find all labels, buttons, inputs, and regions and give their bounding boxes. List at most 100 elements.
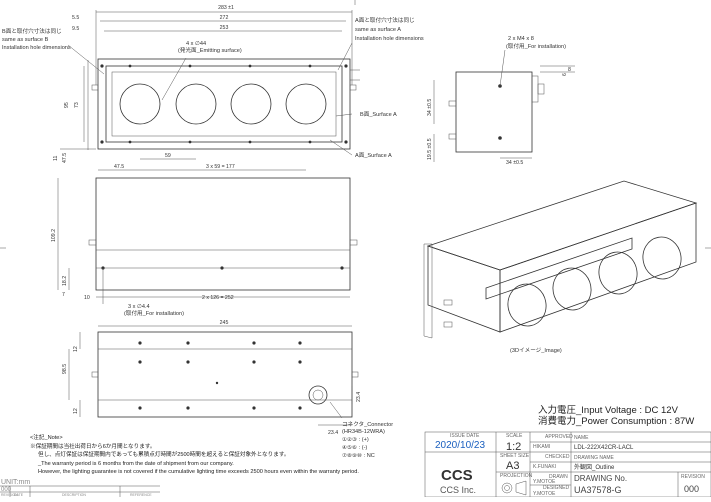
front-housing — [95, 177, 351, 291]
left-stud — [91, 84, 99, 91]
housing-inner — [105, 65, 343, 143]
note-b-en2: Installation hole dimensions — [2, 45, 71, 51]
3d-stud-2 — [443, 321, 453, 328]
side-dim-8: 8 — [568, 67, 571, 73]
note-b-jp: B面と取付穴寸法は同じ — [2, 27, 62, 35]
bottom-stud-left — [91, 371, 99, 378]
name-value: LDL-222X42CR-LACL — [574, 445, 634, 451]
bottom-dim-985: 98.5 — [62, 364, 68, 374]
housing-outline — [97, 58, 351, 150]
bottom-stud-right — [351, 371, 359, 378]
front-stud-right — [349, 239, 358, 246]
connector-model: (HR34B-12WRA) — [342, 429, 385, 435]
front-holes-label: (取付用_For installation) — [124, 309, 184, 317]
dim-height-inner: 73 — [74, 102, 80, 108]
dim-pitch-total: 3 x 59 = 177 — [206, 164, 235, 170]
3d-stud-1 — [443, 299, 453, 306]
3d-image-label: (3Dイメージ_Image) — [510, 348, 562, 354]
drawing-name-label: DRAWING NAME — [574, 455, 614, 461]
side-dim-34v: 34 ±0.5 — [427, 99, 433, 116]
note-b-en1: same as surface B — [2, 37, 49, 43]
approved-value: HIKAMI — [533, 444, 550, 450]
drawing-name-value: 外観図_Outline — [574, 463, 615, 471]
issue-date-label: ISSUE DATE — [450, 433, 480, 439]
front-stud-left — [88, 239, 97, 246]
side-connector — [531, 75, 539, 103]
surface-a-label: A面_Surface A — [355, 152, 392, 159]
mounting-holes — [100, 64, 348, 144]
revision-label: REVISION — [681, 474, 705, 480]
projection-symbol — [501, 480, 527, 496]
front-dim-10: 10 — [84, 295, 90, 301]
spec-power: 消費電力_Power Consumption : 87W — [538, 416, 695, 427]
designed-value: Y.MOTOE — [533, 491, 556, 497]
front-holes-dim: 3 x ∅4.4 — [128, 303, 150, 310]
connector-body — [308, 385, 328, 405]
side-connector-tip — [537, 83, 545, 95]
connector-pin-2: ④⑤⑥ : (-) — [342, 444, 367, 451]
drawing-no-label: DRAWING No. — [574, 474, 627, 483]
scale-value: 1:2 — [506, 441, 521, 453]
sheet-size-value: A3 — [506, 460, 519, 472]
side-screw-dim: 2 x M4 x 8 — [508, 36, 534, 42]
note-line-3: _The warranty period is 6 months from th… — [38, 460, 234, 467]
lens-1 — [119, 83, 161, 125]
note-line-1: ※保証期間は当社出荷日から6か月間となります。 — [30, 443, 156, 450]
rev-value: 000 — [1, 487, 12, 493]
bottom-screws — [138, 341, 302, 410]
side-dim-195: 19.5 ±0.5 — [427, 138, 433, 160]
3d-front-face — [499, 202, 697, 333]
connector-label: コネクタ_Connector — [342, 420, 393, 428]
bottom-dim-245: 245 — [220, 320, 229, 326]
right-stud — [349, 84, 357, 91]
3d-image: (3Dイメージ_Image) — [423, 180, 698, 354]
dim-left-margin-b: 9.5 — [72, 26, 79, 32]
front-dim-7: 7 — [62, 292, 65, 298]
dim-height-outer: 95 — [64, 102, 70, 108]
dim-pitch-59: 59 — [165, 153, 171, 159]
note-a-en2: Installation hole dimensions — [355, 36, 424, 42]
bottom-dim-234v: 23.4 — [356, 392, 362, 402]
name-label: NAME — [574, 435, 589, 441]
3d-side-face — [427, 245, 501, 333]
front-view: 109.2 18.2 7 10 2 x 126 = 252 3 x ∅4.4 (… — [51, 177, 358, 317]
side-dim-6: 6 — [562, 73, 568, 76]
col-date: DATE — [14, 493, 24, 497]
dim-inner-width: 272 — [220, 15, 229, 21]
title-block: ISSUE DATE 2020/10/23 SCALE 1:2 SHEET SI… — [424, 431, 711, 498]
bottom-dim-12b: 12 — [73, 408, 79, 414]
note-line-2: 但し、点灯保証は保証期間内であっても累積点灯時間が2500時間を超えると保証対象… — [38, 452, 290, 459]
drawing-no-value: UA37578-G — [574, 485, 622, 495]
checked-label: CHECKED — [545, 454, 570, 460]
note-a-en1: same as surface A — [355, 27, 401, 33]
emitting-holes-dim: 4 x ∅44 — [186, 40, 206, 47]
3d-bracket — [423, 243, 433, 339]
checked-value: K.FUNAKI — [533, 464, 556, 470]
drawn-value: Y.MOTOE — [533, 479, 556, 485]
revision-value: 000 — [684, 484, 699, 494]
front-dim-182: 18.2 — [62, 276, 68, 286]
side-stud-bottom — [448, 133, 457, 140]
dim-left-475: 47.5 — [114, 164, 124, 170]
connector-pin-3: ⑦⑧⑨⑩ : NC — [342, 452, 375, 459]
3d-top-face — [426, 180, 698, 271]
emitting-window — [111, 71, 337, 137]
front-dim-pitch: 2 x 126 = 252 — [202, 295, 234, 301]
col-reference: REFERENCE — [130, 493, 152, 497]
note-title: <注記_Note> — [30, 435, 63, 441]
dim-hole-pitch: 253 — [220, 25, 229, 31]
designed-label: DESIGNED — [543, 485, 570, 491]
scale-label: SCALE — [506, 433, 523, 439]
drawn-label: DRAWN — [549, 474, 568, 480]
lens-4 — [285, 83, 327, 125]
lens-2 — [175, 83, 217, 125]
lens-3 — [230, 83, 272, 125]
3d-emitting-rim — [485, 237, 633, 300]
notes: <注記_Note> ※保証期間は当社出荷日から6か月間となります。 但し、点灯保… — [30, 434, 420, 477]
surface-b-label: B面_Surface A — [360, 111, 397, 118]
bottom-view: 245 12 98.5 12 23.4 23.4 コネクタ_Connector … — [62, 320, 393, 459]
side-housing — [455, 71, 533, 153]
unit-label: UNIT:mm — [1, 479, 30, 486]
